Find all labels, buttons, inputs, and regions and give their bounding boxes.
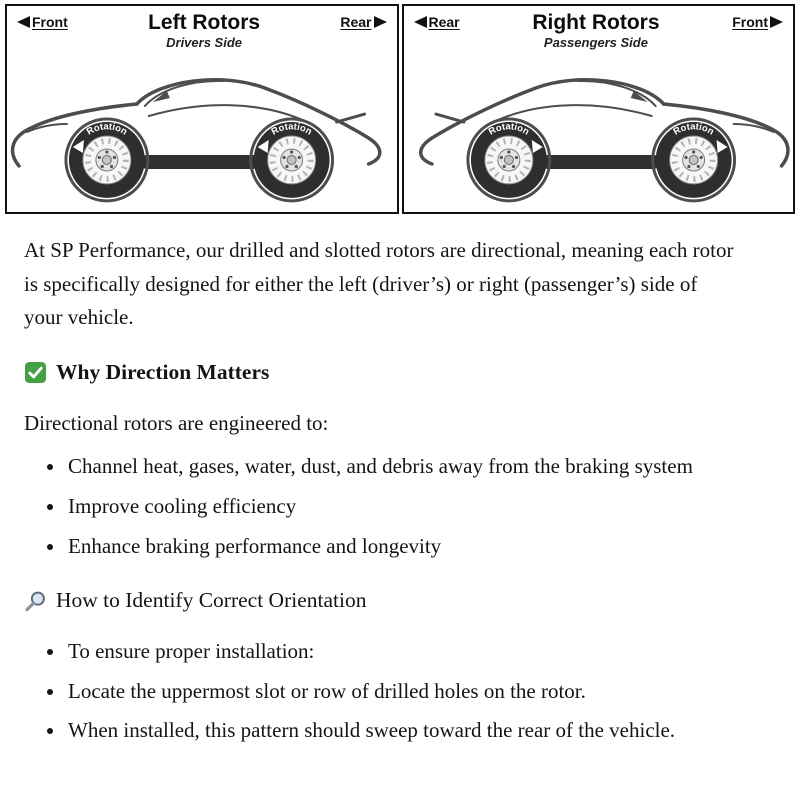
rotation-arrow-icon [716,140,728,154]
intro-paragraph: At SP Performance, our drilled and slott… [24,238,734,330]
list-item: Locate the uppermost slot or row of dril… [66,675,740,709]
svg-text:Rotation: Rotation [270,122,314,138]
benefits-list: Channel heat, gases, water, dust, and de… [24,450,740,563]
rear-wheel: Rotation [465,117,551,203]
list-item: Enhance braking performance and longevit… [66,530,740,564]
car-body [10,78,382,170]
check-icon [24,361,47,384]
magnifier-icon [24,590,47,613]
car-illustration-right: Rotation [404,52,794,204]
front-direction-label: Front [17,14,68,30]
rear-direction-label: Rear [413,14,460,30]
list-item: Channel heat, gases, water, dust, and de… [66,450,740,484]
lug-nuts [499,150,518,169]
section-heading-why-direction-matters: Why Direction Matters [24,359,740,387]
rotor-direction-diagram: Front Left Rotors Drivers Side Rear [0,0,800,214]
left-rotors-panel: Front Left Rotors Drivers Side Rear [5,4,399,214]
panel-subtitle: Drivers Side [166,35,242,51]
svg-text:Rotation: Rotation [85,122,129,138]
car-svg-left: Rotation [10,78,382,203]
arrow-left-icon [17,16,30,28]
direction-text: Rear [428,14,460,30]
rotation-label: Rotation [85,122,129,138]
front-wheel: Rotation [650,117,736,203]
heading-text: Why Direction Matters [56,359,270,384]
heading-text: How to Identify Correct Orientation [56,588,367,613]
list-item: When installed, this pattern should swee… [66,714,740,748]
right-panel-titles: Right Rotors Passengers Side [532,11,659,50]
svg-text:Rotation: Rotation [486,122,530,138]
benefits-lead: Directional rotors are engineered to: [24,410,329,435]
arrow-left-icon [413,16,427,28]
rotation-arrow-icon [257,140,269,154]
page: Front Left Rotors Drivers Side Rear [0,0,800,748]
left-panel-titles: Left Rotors Drivers Side [148,11,260,50]
car-body [418,78,790,170]
panel-title: Right Rotors [532,11,660,34]
front-direction-label: Front [732,14,783,30]
car-illustration-left: Rotation [7,52,397,204]
orientation-list: To ensure proper installation: Locate th… [24,635,740,748]
lug-nuts [282,150,301,169]
rotation-arrow-icon [72,140,84,154]
list-item: Improve cooling efficiency [66,490,740,524]
article-content: At SP Performance, our drilled and slott… [0,214,800,748]
section-heading-identify-orientation: How to Identify Correct Orientation [24,587,740,615]
direction-text: Rear [340,14,372,30]
car-svg-right: Rotation [418,78,790,203]
direction-text: Front [732,14,768,30]
svg-text:Rotation: Rotation [671,122,715,138]
front-wheel: Rotation [64,117,150,203]
arrow-right-icon [770,16,783,28]
right-rotors-panel: Rear Right Rotors Passengers Side Front [401,4,795,214]
rotation-label: Rotation [671,122,715,138]
list-item: To ensure proper installation: [66,635,740,669]
rotation-arrow-icon [531,140,543,154]
lug-nuts [97,150,117,169]
panel-title: Left Rotors [148,11,261,34]
rotation-label: Rotation [270,122,314,138]
right-panel-header: Rear Right Rotors Passengers Side Front [404,6,794,50]
lug-nuts [683,150,703,169]
rear-direction-label: Rear [340,14,387,30]
rotation-label: Rotation [486,122,530,138]
direction-text: Front [32,14,68,30]
rear-wheel: Rotation [249,117,335,203]
left-panel-header: Front Left Rotors Drivers Side Rear [7,6,397,50]
panel-subtitle: Passengers Side [543,35,648,51]
arrow-right-icon [373,16,387,28]
